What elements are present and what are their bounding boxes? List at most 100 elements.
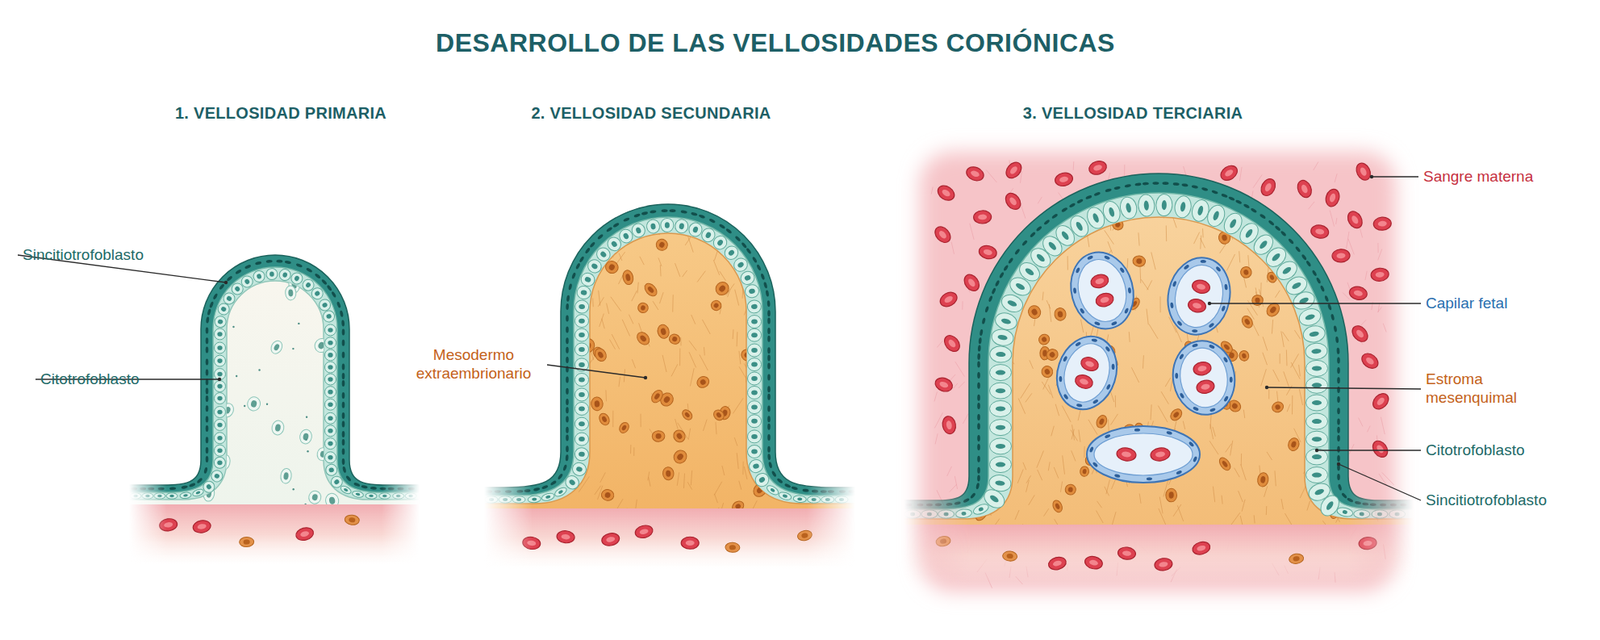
cytotrophoblast-cell <box>392 492 405 499</box>
cell-nucleus <box>676 452 686 462</box>
capillary-wall <box>1167 335 1241 420</box>
cell-nucleus <box>578 405 585 411</box>
syncytium-nucleus <box>147 487 155 491</box>
red-cell-body <box>1332 248 1351 263</box>
endothelial-nucleus <box>1176 320 1183 327</box>
stroma-fiber <box>1138 232 1140 246</box>
syncytium-nucleus <box>321 278 328 285</box>
red-cell-center <box>1354 328 1365 339</box>
cell-nucleus <box>282 271 289 278</box>
syncytium-nucleus <box>767 434 771 441</box>
stroma-fiber <box>722 465 725 476</box>
syncytium-nucleus <box>1340 492 1348 499</box>
syncytium-nucleus <box>708 217 716 224</box>
cytotrophoblast-cell <box>325 349 337 361</box>
red-cell-center <box>526 539 537 547</box>
stroma-fiber <box>611 334 620 350</box>
stroma-fiber <box>601 318 606 330</box>
cell-nucleus <box>1324 261 1331 270</box>
syncytium-nucleus <box>622 217 631 223</box>
villus-core <box>961 165 1354 536</box>
stromal-cell <box>1286 436 1301 452</box>
syncytium-nucleus <box>388 487 395 491</box>
cytotrophoblast-cell <box>214 392 226 405</box>
villus-layer <box>129 267 420 506</box>
blood-texture <box>1342 292 1350 300</box>
cell-nucleus <box>233 285 241 293</box>
red-cell-center <box>940 187 952 198</box>
cell-body <box>621 269 635 286</box>
stroma-fiber <box>1158 508 1166 526</box>
red-cell-body <box>1089 272 1110 290</box>
stroma-fiber <box>1062 455 1066 474</box>
blood-texture <box>931 187 933 195</box>
cell-nucleus <box>396 494 402 498</box>
cell-body <box>651 430 665 442</box>
red-cell-body <box>1349 322 1371 345</box>
blood-texture <box>1382 472 1395 485</box>
stroma-fiber <box>736 331 739 347</box>
cell-nucleus <box>751 362 758 368</box>
syncytium-nucleus <box>505 489 512 493</box>
cell-nucleus <box>751 448 758 454</box>
syncytium-nucleus <box>935 503 942 507</box>
red-cell-body <box>555 530 575 544</box>
stroma-fiber <box>1340 367 1346 378</box>
cell-nucleus <box>664 221 670 229</box>
stromal-cell <box>1332 301 1348 318</box>
stroma-fiber <box>1111 413 1119 426</box>
stromal-cell <box>1270 400 1286 414</box>
endothelial-nucleus <box>1208 343 1216 349</box>
cell-body <box>904 509 921 519</box>
syncytium-nucleus <box>988 295 994 303</box>
stromal-cell <box>747 228 759 244</box>
cell-nucleus <box>1043 367 1051 376</box>
cell-nucleus <box>1231 401 1239 410</box>
cytotrophoblast-cell <box>575 342 590 356</box>
stroma-fiber <box>1067 255 1069 270</box>
cell-body <box>747 385 762 399</box>
syncytium-nucleus <box>1220 192 1229 198</box>
speck <box>306 450 309 452</box>
red-blood-cell <box>960 271 982 294</box>
cytotrophoblast-cell <box>904 509 921 519</box>
stroma-fiber <box>1169 378 1173 392</box>
stromal-cell <box>967 458 978 470</box>
stroma-fiber <box>675 418 678 429</box>
blood-texture <box>1307 201 1315 209</box>
stroma-fiber <box>1165 377 1171 387</box>
speck <box>215 311 218 314</box>
cell-body <box>266 267 279 280</box>
cell-body <box>766 401 780 418</box>
syncytium-nucleus <box>977 422 981 430</box>
cell-body <box>570 460 588 477</box>
cell-body <box>671 427 688 444</box>
cell-body <box>1094 413 1109 431</box>
cell-nucleus <box>183 493 188 498</box>
cell-body <box>617 420 631 435</box>
stromal-cell <box>662 466 675 481</box>
syncytium-nucleus <box>1311 269 1318 277</box>
cell-body <box>271 419 286 436</box>
stroma-fiber <box>1290 353 1300 368</box>
cell-body <box>209 468 225 484</box>
syncytium-nucleus <box>330 291 337 299</box>
stroma-fiber <box>986 426 989 442</box>
stroma-fiber <box>1310 275 1314 286</box>
cell-body <box>597 411 611 427</box>
cytotrophoblast-cell <box>747 343 762 357</box>
syncytium-nucleus <box>205 446 209 454</box>
stroma-fiber <box>1062 178 1072 191</box>
endothelial-nucleus <box>1207 321 1215 328</box>
syncytium-nucleus <box>725 227 733 234</box>
stromal-cell <box>1265 270 1279 285</box>
red-blood-cell <box>1087 158 1109 177</box>
speck <box>292 488 294 490</box>
cytotrophoblast-cell <box>324 463 339 477</box>
syncytium-nucleus <box>1172 182 1179 186</box>
syncytium-nucleus <box>767 374 771 381</box>
red-cell-body <box>1348 284 1369 301</box>
cell-body <box>1265 270 1279 285</box>
red-cell-body <box>634 523 655 540</box>
red-cell-center <box>1299 183 1309 195</box>
